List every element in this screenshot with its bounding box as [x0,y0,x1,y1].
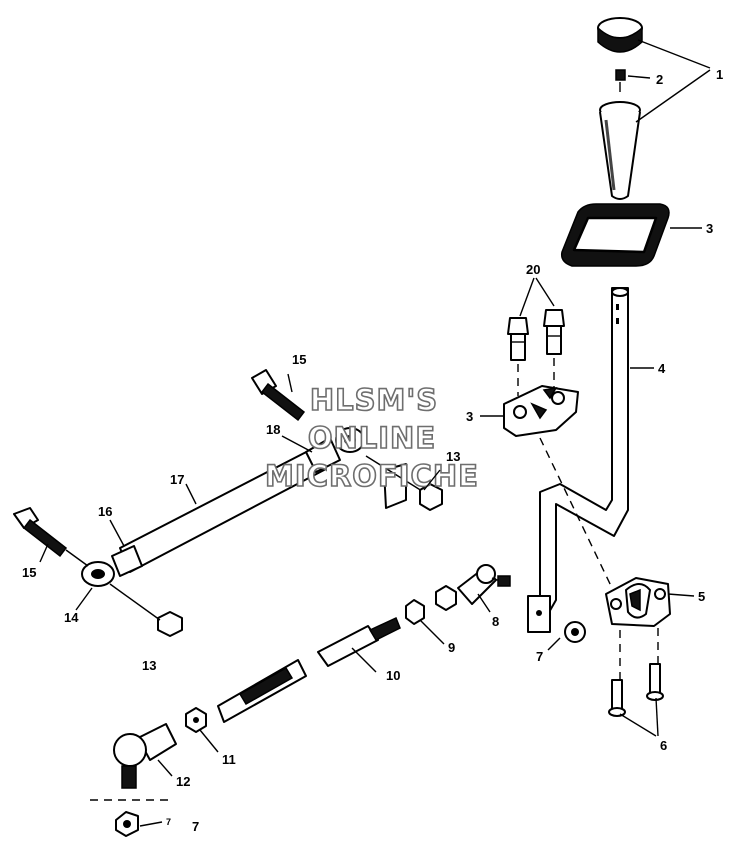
lower-bracket [605,577,671,627]
screw-pair [608,663,664,717]
watermark-line-1: HLSM'S [310,383,438,417]
callout-11: 11 [222,752,236,767]
callout-labels: 1 2 3 20 4 3 5 6 7 8 9 10 11 12 7 7 13 1… [22,67,723,834]
callout-12: 12 [176,774,190,789]
callout-17: 17 [170,472,184,487]
bolt-pair [507,309,565,396]
callout-3-top: 3 [706,221,713,236]
callout-16: 16 [98,504,112,519]
callout-13-upper: 13 [446,449,460,464]
shift-lever [527,287,629,633]
hex-nut-left [157,611,183,637]
bolt-upper [251,369,306,422]
watermark: HLSM'S ONLINE MICROFICHE [264,382,479,494]
adjuster-sleeve [317,616,401,667]
ball-joint-upper [457,564,511,605]
bolt-left [13,507,68,558]
jam-nuts [405,585,457,625]
ball-joint-lower [113,723,177,789]
shift-bracket [503,385,579,437]
hex-nut-lower [185,707,207,733]
callout-9: 9 [448,640,455,655]
callout-14: 14 [64,610,79,625]
callout-3-bracket: 3 [466,409,473,424]
set-screw [615,69,626,92]
shift-knob [597,17,643,53]
callout-7-lever: 7 [536,649,543,664]
callout-6: 6 [660,738,667,753]
hex-nut-upper [419,483,443,511]
callout-15-lower: 15 [22,565,36,580]
tie-rod [111,447,325,577]
rod-end-upper [305,427,365,473]
callout-5: 5 [698,589,705,604]
callout-15-upper: 15 [292,352,306,367]
callout-20: 20 [526,262,540,277]
watermark-line-2: ONLINE [308,421,436,455]
hex-nut-lever [564,621,586,643]
handle-grip [599,101,641,200]
callout-1: 1 [716,67,723,82]
watermark-line-3: MICROFICHE [265,459,479,493]
callout-7-bottom: 7 [192,819,199,834]
leader-lines [39,39,711,827]
rod-bracket [365,455,431,509]
callout-4: 4 [658,361,666,376]
shift-plate [560,203,670,267]
callout-18: 18 [266,422,280,437]
callout-7-small: 7 [166,817,171,827]
threaded-rod [217,659,307,723]
callout-2: 2 [656,72,663,87]
rod-end-eye [81,561,115,587]
callout-13-lower: 13 [142,658,156,673]
callout-10: 10 [386,668,400,683]
hex-nut-bottom [115,811,139,837]
callout-8: 8 [492,614,499,629]
